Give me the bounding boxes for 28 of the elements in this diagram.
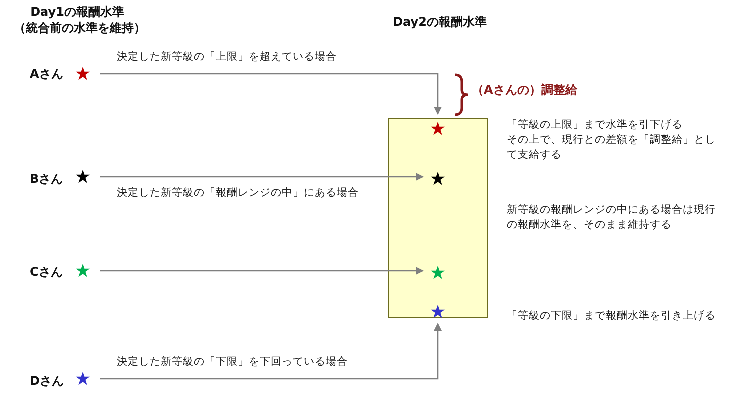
person-label: Aさん: [30, 66, 66, 82]
arrow: [100, 323, 442, 380]
person-label: Cさん: [30, 264, 66, 280]
heading: Day1の報酬水準: [30, 4, 126, 21]
star-icon: [431, 172, 445, 186]
person-label: Dさん: [30, 373, 66, 389]
star-icon: [431, 305, 445, 319]
star-icon: [76, 264, 90, 278]
edge-label: 決定した新等級の「下限」を下回っている場合: [117, 355, 348, 370]
note-text: 新等級の報酬レンジの中にある場合は現行の報酬水準を、そのまま維持する: [507, 203, 717, 233]
star-icon: [76, 372, 90, 386]
star-icon: [76, 67, 90, 81]
arrow: [100, 73, 442, 115]
note-text: 「等級の下限」まで報酬水準を引き上げる: [507, 309, 717, 324]
note-text: その上で、現行との差額を「調整給」として支給する: [507, 133, 717, 163]
star-icon: [431, 122, 445, 136]
arrow: [100, 173, 424, 181]
person-label: Bさん: [30, 171, 66, 187]
star-icon: [431, 266, 445, 280]
callout-label: （Aさんの）調整給: [472, 82, 578, 99]
heading: Day2の報酬水準: [392, 14, 488, 31]
salary-range-box: [388, 118, 488, 318]
note-text: 「等級の上限」まで水準を引下げる: [507, 118, 684, 133]
star-icon: [76, 170, 90, 184]
edge-label: 決定した新等級の「上限」を超えている場合: [117, 50, 337, 65]
edge-label: 決定した新等級の「報酬レンジの中」にある場合: [117, 186, 359, 201]
heading: （統合前の水準を維持）: [13, 20, 147, 37]
arrow: [100, 267, 424, 275]
